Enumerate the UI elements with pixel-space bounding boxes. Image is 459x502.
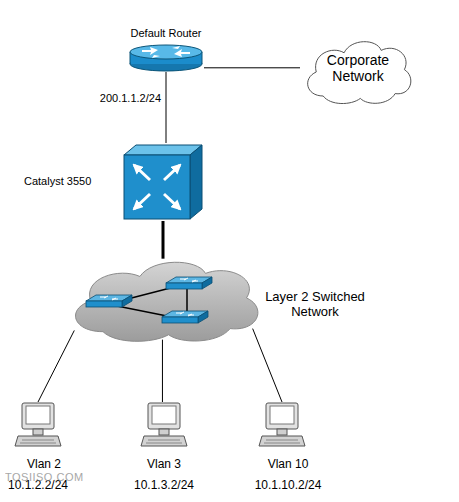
vlan-name: Vlan 10 <box>243 458 333 472</box>
workstation-icon <box>140 402 188 448</box>
host-node: Vlan 310.1.3.2/24 <box>140 402 188 448</box>
multilayer-switch-icon <box>122 143 204 221</box>
network-link <box>166 72 167 143</box>
workstation-icon <box>258 402 306 448</box>
network-name: Layer 2 Switched Network <box>258 290 372 320</box>
network-link <box>204 67 300 68</box>
network-link <box>162 221 165 259</box>
switch-node: Catalyst 3550 <box>122 143 204 221</box>
network-cloud: Corporate Network <box>300 36 416 108</box>
watermark: TOSIISO.COM <box>5 471 84 483</box>
router-node: Default Router <box>128 44 204 72</box>
workstation-icon <box>14 402 62 448</box>
network-link <box>162 340 163 402</box>
switch-cluster <box>62 255 267 347</box>
network-cloud: Layer 2 Switched Network <box>62 255 267 347</box>
ip-address: 10.1.3.2/24 <box>119 479 209 493</box>
host-node: Vlan 210.1.2.2/24 <box>14 402 62 448</box>
router-icon <box>128 44 204 72</box>
interface-address: 200.1.1.2/24 <box>100 92 161 104</box>
host-node: Vlan 1010.1.10.2/24 <box>258 402 306 448</box>
ip-address: 10.1.10.2/24 <box>243 479 333 493</box>
device-name: Default Router <box>106 27 226 40</box>
network-link <box>253 329 282 402</box>
vlan-name: Vlan 2 <box>0 458 89 472</box>
network-name: Corporate Network <box>316 52 400 84</box>
network-link <box>38 330 74 402</box>
vlan-name: Vlan 3 <box>119 458 209 472</box>
device-name: Catalyst 3550 <box>24 175 118 188</box>
